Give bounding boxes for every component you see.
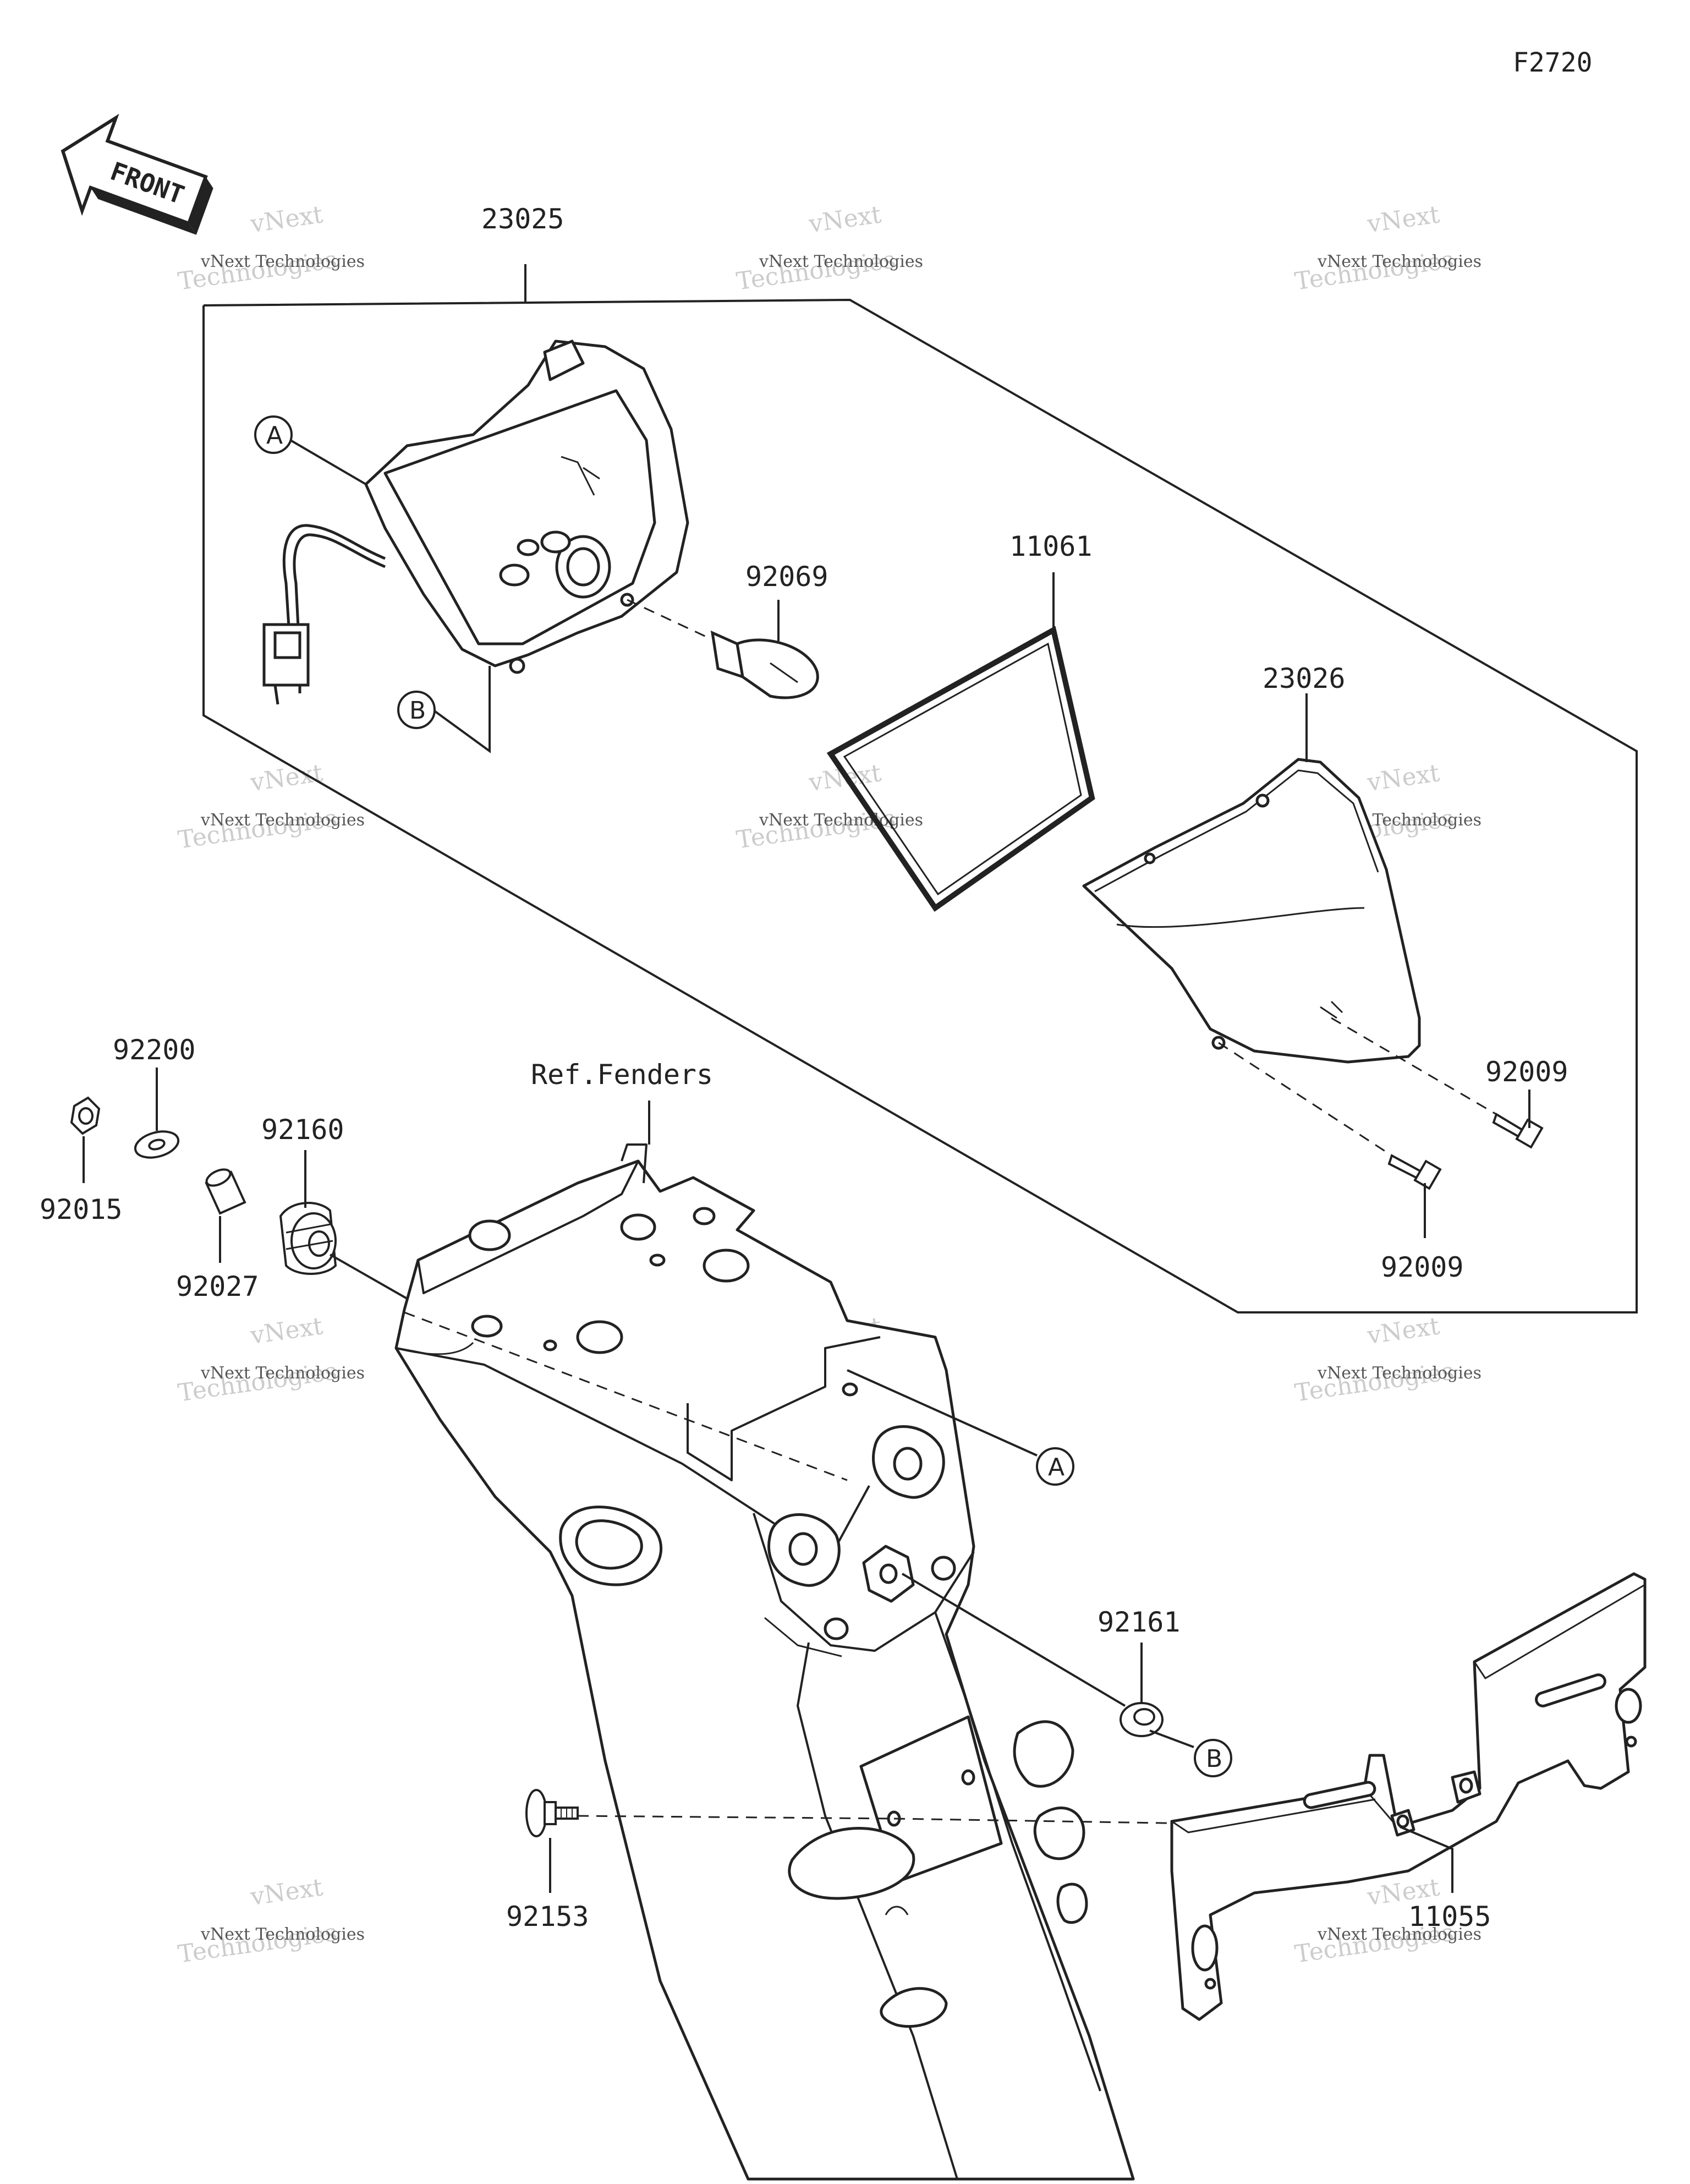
- callout-b-bottom-leader: [1149, 1729, 1194, 1748]
- watermark-line2: vNext: [806, 200, 883, 238]
- part-11061-label: 11061: [1009, 530, 1093, 562]
- washer-icon: [134, 1130, 180, 1159]
- watermark-line1: vNext Technologies: [200, 811, 365, 830]
- callout-b-top: B: [409, 697, 426, 725]
- fender-frame: [394, 1143, 1135, 2181]
- watermark-line2: vNext: [1365, 200, 1441, 238]
- callout-b-bottom: B: [1206, 1745, 1222, 1773]
- watermark-line1: vNext Technologies: [1317, 252, 1482, 271]
- bolt-guide-dashed: [577, 1815, 895, 1820]
- part-92015-label: 92015: [40, 1194, 123, 1225]
- watermark-line1: vNext Technologies: [200, 1925, 365, 1944]
- part-92069-label: 92069: [745, 561, 828, 593]
- screw-upper-icon: [1492, 1113, 1544, 1149]
- callout-b-top-leader: [432, 666, 491, 753]
- callout-a-top-leader: [289, 439, 367, 485]
- watermark-line2: vNext: [1365, 759, 1441, 797]
- part-23026-label: 23026: [1263, 663, 1346, 694]
- bolt-icon: [525, 1789, 579, 1837]
- watermark-line2: vNext: [248, 200, 325, 238]
- callout-b-top-circle: [397, 691, 436, 729]
- grommet-guide-dashed: [404, 1311, 848, 1481]
- headlight-assembly-box: [202, 264, 1638, 1313]
- watermark-line1: vNext Technologies: [200, 252, 365, 271]
- headlight-housing: [364, 340, 689, 674]
- nut-icon: [70, 1096, 101, 1135]
- wire-connector: [262, 524, 386, 705]
- watermark-line2: vNext: [248, 1873, 325, 1911]
- callout-b-bottom-circle: [1194, 1739, 1232, 1777]
- watermark-line1: vNext Technologies: [1317, 1364, 1482, 1383]
- watermark-line1: vNext Technologies: [1317, 1925, 1482, 1944]
- watermark-line2: vNext: [1365, 1312, 1441, 1350]
- watermark-line1: vNext Technologies: [759, 252, 923, 271]
- bulb: [627, 599, 819, 699]
- collar-icon: [205, 1168, 246, 1215]
- damper-icon: [1120, 1702, 1164, 1737]
- gasket: [826, 626, 1095, 912]
- lens-screw-guide-lower: [1218, 1042, 1392, 1157]
- part-92153-label: 92153: [506, 1901, 589, 1933]
- grommet-leader-to-frame: [330, 1254, 408, 1300]
- ref-fenders-label: Ref.Fenders: [531, 1059, 713, 1091]
- part-92161-label: 92161: [1098, 1606, 1181, 1638]
- callout-a-bottom-circle: [1036, 1447, 1074, 1486]
- part-92160-label: 92160: [261, 1114, 344, 1146]
- figure-code: F2720: [1513, 47, 1593, 78]
- grommet-icon: [279, 1202, 337, 1275]
- watermark-line1: vNext Technologies: [759, 811, 923, 830]
- part-11055-leader: [1400, 1826, 1453, 1893]
- front-arrow-icon: FRONT: [61, 113, 213, 235]
- part-11055-label: 11055: [1408, 1901, 1491, 1933]
- part-92200-label: 92200: [113, 1034, 196, 1066]
- part-92009-lower-label: 92009: [1381, 1251, 1464, 1283]
- screw-lower-icon: [1387, 1154, 1442, 1190]
- lens-screw-guide-upper: [1331, 1017, 1497, 1115]
- part-23025-label: 23025: [481, 203, 564, 235]
- part-92027-label: 92027: [176, 1271, 259, 1302]
- damper-leader-to-frame: [901, 1573, 1126, 1707]
- lens: [1082, 758, 1421, 1064]
- callout-a-bottom: A: [1048, 1453, 1065, 1481]
- callout-a-top-circle: [254, 415, 293, 454]
- watermark-line2: vNext: [248, 1312, 325, 1350]
- callout-a-top: A: [266, 422, 283, 450]
- watermark-line1: vNext Technologies: [200, 1364, 365, 1383]
- license-bracket: [1170, 1572, 1647, 2021]
- callout-a-bottom-leader: [847, 1369, 1038, 1457]
- part-92009-upper-label: 92009: [1485, 1056, 1568, 1088]
